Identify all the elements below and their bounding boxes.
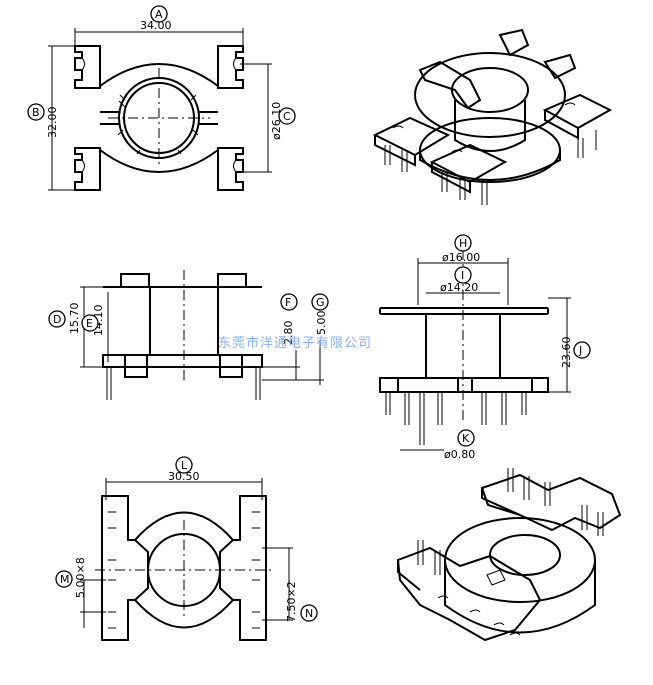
dim-n-value: 7.50×2 <box>285 581 298 622</box>
label-b-circle <box>27 103 45 121</box>
label-c: C <box>283 110 291 123</box>
company-watermark: 东莞市洋通电子有限公司 <box>218 335 372 351</box>
label-l-circle <box>175 456 193 474</box>
label-j: J <box>578 344 582 357</box>
top-flange-outline <box>99 63 219 173</box>
top-left-terminal-block <box>74 45 101 89</box>
dim-i-value: ø14.20 <box>440 281 478 294</box>
isometric-view-top <box>372 28 613 205</box>
isometric-view-bottom <box>396 468 622 642</box>
label-c-circle <box>278 107 296 125</box>
label-h-circle <box>454 234 472 252</box>
label-k-circle <box>457 429 475 447</box>
label-m: M <box>60 573 70 586</box>
front-view: ø16.00 H ø14.20 I 23.60 J ø0.80 K <box>379 234 591 461</box>
top-view: 34.00 A 32.00 B ø26.10 C <box>27 5 296 191</box>
label-k: K <box>462 432 470 445</box>
bottom-view: 30.50 L 5.00×8 M 7.50×2 N <box>55 456 318 641</box>
dim-j-value: 23.60 <box>560 337 573 369</box>
label-a: A <box>155 8 163 21</box>
dim-g-value: 5.00 <box>315 311 328 336</box>
label-e-circle <box>81 314 99 332</box>
label-d-circle <box>48 310 66 328</box>
side-view: 15.70 14.10 D E 2.80 5.00 F G <box>48 270 329 400</box>
label-b: B <box>32 106 40 119</box>
top-right-terminal-block <box>217 45 244 89</box>
label-g-circle <box>311 293 329 311</box>
label-i-circle <box>454 266 472 284</box>
label-h: H <box>459 237 467 250</box>
dim-l-value: 30.50 <box>168 470 200 483</box>
dim-h-value: ø16.00 <box>442 251 480 264</box>
bottom-right-terminal-block <box>217 147 244 191</box>
label-n-circle <box>300 604 318 622</box>
label-n: N <box>305 607 313 620</box>
label-g: G <box>316 296 325 309</box>
dim-b-value: 32.00 <box>46 107 59 139</box>
label-f: F <box>285 296 291 309</box>
dim-a-value: 34.00 <box>140 19 172 32</box>
dim-d-value: 15.70 <box>68 303 81 335</box>
label-a-circle <box>150 5 168 23</box>
bottom-left-terminal-block <box>74 147 101 191</box>
dim-m-value: 5.00×8 <box>74 557 87 598</box>
label-m-circle <box>55 570 73 588</box>
dim-f-value: 2.80 <box>282 321 295 346</box>
label-f-circle <box>280 293 298 311</box>
label-e: E <box>86 317 93 330</box>
label-i: I <box>461 269 464 282</box>
label-l: L <box>181 459 188 472</box>
label-d: D <box>53 313 61 326</box>
label-j-circle <box>573 341 591 359</box>
dim-k-value: ø0.80 <box>444 448 475 461</box>
